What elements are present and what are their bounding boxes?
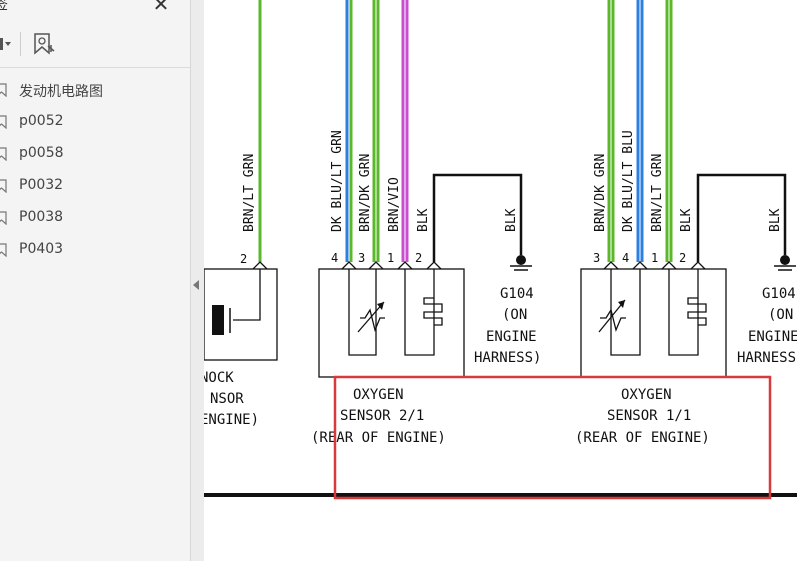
o2-11-wire-1-label: BRN/DK GRN [593,154,608,232]
panel-title: 签 [0,0,8,13]
bookmark-icon [0,211,7,225]
document-page: BRN/LT GRN 2 NOCK NSOR ENGINE) DK BLU/LT… [204,0,797,561]
bookmark-item[interactable]: P0403 [0,238,188,262]
bookmark-item[interactable]: P0032 [0,174,188,198]
oxygen-sensor-2-1: DK BLU/LT GRN BRN/DK GRN BRN/VIO BLK 4 3… [311,0,523,446]
bookmark-label: 发动机电路图 [19,84,103,100]
o2-21-label-3: (REAR OF ENGINE) [311,430,446,446]
o2-21-label-1: OXYGEN [353,387,404,403]
bookmark-icon [0,243,7,257]
wiring-diagram: BRN/LT GRN 2 NOCK NSOR ENGINE) DK BLU/LT… [204,0,797,500]
bookmark-label: p0052 [19,113,64,129]
ground-right-label-2: (ON [768,307,793,323]
o2-21-pin-1: 4 [331,251,338,265]
o2-21-wire-3-label: BRN/VIO [387,177,402,232]
knock-sensor: BRN/LT GRN 2 NOCK NSOR ENGINE) [204,0,278,428]
ground-g104-left: BLK G104 (ON ENGINE HARNESS) [474,208,541,366]
bookmark-item[interactable]: p0052 [0,110,188,134]
o2-21-pin-2: 3 [358,251,365,265]
o2-11-wire-2-label: DK BLU/LT BLU [621,130,636,232]
bookmark-icon [0,83,7,97]
o2-11-pin-1: 3 [593,251,600,265]
options-dropdown-button[interactable] [0,35,14,53]
bookmark-label: P0403 [19,241,64,257]
o2-21-pin-3: 1 [387,251,394,265]
bookmark-icon [0,179,7,193]
o2-21-wire-2-label: BRN/DK GRN [358,154,373,232]
bookmark-item[interactable]: P0038 [0,206,188,230]
o2-11-wire-4-label: BLK [679,208,694,232]
oxygen-sensor-1-1: BRN/DK GRN DK BLU/LT BLU BRN/LT GRN BLK … [575,0,787,446]
close-icon: ✕ [152,0,170,16]
bookmark-item[interactable]: p0058 [0,142,188,166]
toolbar-divider [20,32,21,56]
bookmarks-panel: 签 ✕ 发动机电路图 p0052 p0058 P0032 P0038 [0,0,190,561]
o2-11-label-3: (REAR OF ENGINE) [575,430,710,446]
add-bookmark-button[interactable] [31,32,57,56]
highlight-box [333,375,772,500]
o2-11-label-1: OXYGEN [621,387,672,403]
o2-11-pin-3: 1 [651,251,658,265]
ground-left-label-4: HARNESS) [474,350,541,366]
collapse-panel-icon[interactable] [193,280,199,290]
ground-right-label-3: ENGINE [748,329,797,345]
knock-sensor-label-2: NSOR [210,391,244,407]
knock-pin: 2 [240,252,247,266]
ground-left-label-2: (ON [502,307,527,323]
toolbar-separator [0,67,190,68]
o2-21-pin-4: 2 [415,251,422,265]
bookmark-label: p0058 [19,145,64,161]
o2-11-pin-4: 2 [679,251,686,265]
ground-right-label-4: HARNESS [737,350,796,366]
ground-right-label-1: G104 [762,286,796,302]
o2-11-label-2: SENSOR 1/1 [607,408,691,424]
bookmark-add-icon [34,33,55,55]
bookmark-label: P0032 [19,177,64,193]
o2-21-label-2: SENSOR 2/1 [340,408,424,424]
bookmark-item[interactable]: 发动机电路图 [0,78,188,102]
o2-11-pin-2: 4 [622,251,629,265]
ground-left-label-3: ENGINE [486,329,537,345]
o2-21-wire-4-label: BLK [416,208,431,232]
knock-wire-label: BRN/LT GRN [242,154,257,232]
ground-left-wire-label: BLK [504,208,519,232]
bookmark-icon [0,115,7,129]
close-panel-button[interactable]: ✕ [150,0,172,15]
ground-g104-right: BLK G104 (ON ENGINE HARNESS [737,208,797,366]
bookmark-label: P0038 [19,209,64,225]
chevron-down-icon [0,38,11,50]
knock-sensor-label-1: NOCK [204,370,234,386]
ground-right-wire-label: BLK [768,208,783,232]
knock-sensor-label-3: ENGINE) [204,412,259,428]
ground-left-label-1: G104 [500,286,534,302]
o2-11-wire-3-label: BRN/LT GRN [650,154,665,232]
bookmark-icon [0,147,7,161]
panel-splitter[interactable] [190,0,204,561]
o2-21-wire-1-label: DK BLU/LT GRN [330,130,345,232]
